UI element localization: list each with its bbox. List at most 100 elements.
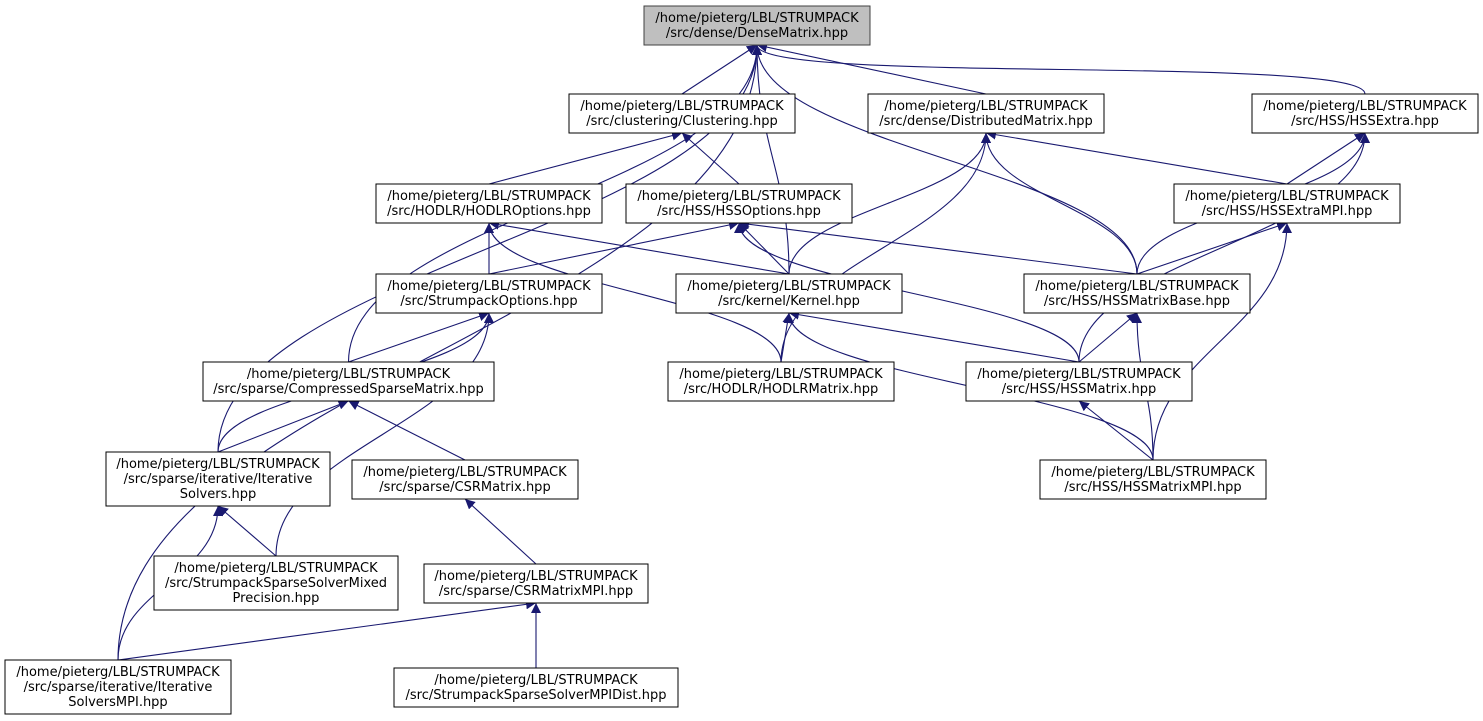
- node-label-line: /home/pieterg/LBL/STRUMPACK: [1263, 99, 1467, 114]
- node-label-line: /home/pieterg/LBL/STRUMPACK: [247, 367, 451, 382]
- edge-kernel-to-hodlr-options: [488, 219, 790, 275]
- node-box: [375, 183, 603, 224]
- edge-distributed-matrix-to-dense-matrix: [756, 42, 987, 95]
- node-hss-matrix-mpi[interactable]: /home/pieterg/LBL/STRUMPACK/src/HSS/HSSM…: [1039, 459, 1267, 500]
- edge-hodlr-matrix-to-hodlr-options: [484, 222, 782, 363]
- node-label-line: /home/pieterg/LBL/STRUMPACK: [655, 11, 859, 26]
- node-box: [1173, 183, 1401, 224]
- node-box: [202, 361, 495, 402]
- edge-kernel-to-dense-matrix: [752, 44, 790, 275]
- node-box: [568, 93, 796, 134]
- node-label-line: /src/HSS/HSSExtra.hpp: [1291, 114, 1439, 129]
- node-box: [351, 459, 579, 500]
- node-label-line: SolversMPI.hpp: [68, 695, 167, 710]
- node-label-line: /home/pieterg/LBL/STRUMPACK: [1051, 465, 1255, 480]
- node-box: [375, 273, 603, 314]
- node-label-line: /src/HODLR/HODLRMatrix.hpp: [684, 382, 879, 397]
- node-hss-options[interactable]: /home/pieterg/LBL/STRUMPACK/src/HSS/HSSO…: [625, 183, 853, 224]
- node-box: [643, 5, 871, 46]
- node-label-line: /src/HSS/HSSOptions.hpp: [657, 204, 821, 219]
- node-iterative-solvers[interactable]: /home/pieterg/LBL/STRUMPACK/src/sparse/i…: [105, 451, 331, 507]
- edge-hss-matrix-to-hss-matrix-base: [1078, 312, 1138, 363]
- edge-kernel-to-distributed-matrix: [788, 132, 991, 275]
- node-csr-matrix[interactable]: /home/pieterg/LBL/STRUMPACK/src/sparse/C…: [351, 459, 579, 500]
- edge-iterative-solvers-mpi-to-dense-matrix: [117, 44, 762, 661]
- node-mpi-dist[interactable]: /home/pieterg/LBL/STRUMPACK/src/Strumpac…: [393, 667, 679, 708]
- edge-compressed-sparse-matrix-to-strumpack-options: [348, 311, 490, 363]
- node-distributed-matrix[interactable]: /home/pieterg/LBL/STRUMPACK/src/dense/Di…: [867, 93, 1105, 134]
- node-label-line: /home/pieterg/LBL/STRUMPACK: [687, 279, 891, 294]
- edge-hss-options-to-clustering: [681, 132, 740, 185]
- node-box: [393, 667, 679, 708]
- edge-mixed-precision-to-strumpack-options: [275, 312, 494, 557]
- node-hss-matrix[interactable]: /home/pieterg/LBL/STRUMPACK/src/HSS/HSSM…: [965, 361, 1193, 402]
- node-label-line: /src/kernel/Kernel.hpp: [718, 294, 860, 309]
- edge-hss-matrix-base-to-hss-options: [738, 219, 1138, 275]
- node-dense-matrix[interactable]: /home/pieterg/LBL/STRUMPACK/src/dense/De…: [643, 5, 871, 46]
- node-box: [423, 563, 649, 604]
- node-label-line: /src/dense/DistributedMatrix.hpp: [879, 114, 1092, 129]
- node-hodlr-matrix[interactable]: /home/pieterg/LBL/STRUMPACK/src/HODLR/HO…: [667, 361, 895, 402]
- node-mixed-precision[interactable]: /home/pieterg/LBL/STRUMPACK/src/Strumpac…: [153, 555, 399, 611]
- node-label-line: /home/pieterg/LBL/STRUMPACK: [679, 367, 883, 382]
- node-label-line: /src/sparse/CompressedSparseMatrix.hpp: [213, 382, 483, 397]
- edge-iterative-solvers-to-compressed-sparse-matrix: [217, 399, 349, 453]
- node-label-line: /src/HODLR/HODLROptions.hpp: [387, 204, 591, 219]
- node-label-line: /home/pieterg/LBL/STRUMPACK: [387, 279, 591, 294]
- node-box: [965, 361, 1193, 402]
- node-label-line: /home/pieterg/LBL/STRUMPACK: [174, 561, 378, 576]
- edge-iterative-solvers-mpi-to-csr-matrix-mpi: [117, 599, 537, 661]
- edge-hss-matrix-mpi-to-hss-matrix: [1078, 400, 1154, 461]
- node-label-line: /home/pieterg/LBL/STRUMPACK: [387, 189, 591, 204]
- node-hss-extra-mpi[interactable]: /home/pieterg/LBL/STRUMPACK/src/HSS/HSSE…: [1173, 183, 1401, 224]
- edge-clustering-to-dense-matrix: [681, 44, 758, 95]
- node-label-line: /home/pieterg/LBL/STRUMPACK: [1035, 279, 1239, 294]
- node-hodlr-options[interactable]: /home/pieterg/LBL/STRUMPACK/src/HODLR/HO…: [375, 183, 603, 224]
- edge-hss-extra-to-dense-matrix: [752, 44, 1366, 95]
- edge-hss-extra-mpi-to-hss-extra: [1286, 132, 1366, 185]
- node-label-line: Solvers.hpp: [180, 487, 257, 502]
- edge-hodlr-matrix-to-kernel: [780, 312, 793, 363]
- node-strumpack-options[interactable]: /home/pieterg/LBL/STRUMPACK/src/Strumpac…: [375, 273, 603, 314]
- node-label-line: /src/sparse/iterative/Iterative: [124, 472, 313, 487]
- node-box: [4, 659, 232, 715]
- node-label-line: Precision.hpp: [233, 591, 320, 606]
- node-iterative-solvers-mpi[interactable]: /home/pieterg/LBL/STRUMPACK/src/sparse/i…: [4, 659, 232, 715]
- node-label-line: /src/StrumpackOptions.hpp: [400, 294, 577, 309]
- edge-mixed-precision-to-iterative-solvers: [217, 505, 277, 557]
- node-box: [1251, 93, 1479, 134]
- node-clustering[interactable]: /home/pieterg/LBL/STRUMPACK/src/clusteri…: [568, 93, 796, 134]
- node-label-line: /src/HSS/HSSExtraMPI.hpp: [1202, 204, 1373, 219]
- node-compressed-sparse-matrix[interactable]: /home/pieterg/LBL/STRUMPACK/src/sparse/C…: [202, 361, 495, 402]
- node-label-line: /home/pieterg/LBL/STRUMPACK: [16, 665, 220, 680]
- node-box: [625, 183, 853, 224]
- node-csr-matrix-mpi[interactable]: /home/pieterg/LBL/STRUMPACK/src/sparse/C…: [423, 563, 649, 604]
- node-box: [153, 555, 399, 611]
- node-hss-matrix-base[interactable]: /home/pieterg/LBL/STRUMPACK/src/HSS/HSSM…: [1023, 273, 1251, 314]
- node-label-line: /src/HSS/HSSMatrix.hpp: [1002, 382, 1156, 397]
- node-hss-extra[interactable]: /home/pieterg/LBL/STRUMPACK/src/HSS/HSSE…: [1251, 93, 1479, 134]
- node-label-line: /src/clustering/Clustering.hpp: [586, 114, 778, 129]
- node-box: [667, 361, 895, 402]
- edge-kernel-to-hss-options: [738, 222, 790, 275]
- node-label-line: /src/HSS/HSSMatrixMPI.hpp: [1064, 480, 1241, 495]
- node-label-line: /src/sparse/iterative/Iterative: [24, 680, 213, 695]
- edge-hss-matrix-to-hss-extra: [1078, 132, 1370, 363]
- edge-hss-matrix-base-to-dense-matrix: [752, 44, 1138, 275]
- node-label-line: /home/pieterg/LBL/STRUMPACK: [116, 457, 320, 472]
- edge-hss-extra-mpi-to-distributed-matrix: [985, 129, 1288, 185]
- edge-hodlr-options-to-clustering: [488, 130, 683, 185]
- node-label-line: /home/pieterg/LBL/STRUMPACK: [363, 465, 567, 480]
- node-box: [867, 93, 1105, 134]
- node-label-line: /src/StrumpackSparseSolverMixed: [165, 576, 387, 591]
- node-label-line: /home/pieterg/LBL/STRUMPACK: [434, 569, 638, 584]
- node-box: [1039, 459, 1267, 500]
- node-label-line: /src/StrumpackSparseSolverMPIDist.hpp: [406, 688, 667, 703]
- edge-hss-matrix-base-to-distributed-matrix: [981, 132, 1138, 275]
- node-kernel[interactable]: /home/pieterg/LBL/STRUMPACK/src/kernel/K…: [675, 273, 903, 314]
- nodes-layer: /home/pieterg/LBL/STRUMPACK/src/dense/De…: [4, 5, 1479, 715]
- node-box: [1023, 273, 1251, 314]
- node-box: [105, 451, 331, 507]
- edge-hss-matrix-base-to-hss-extra-mpi: [1136, 221, 1288, 275]
